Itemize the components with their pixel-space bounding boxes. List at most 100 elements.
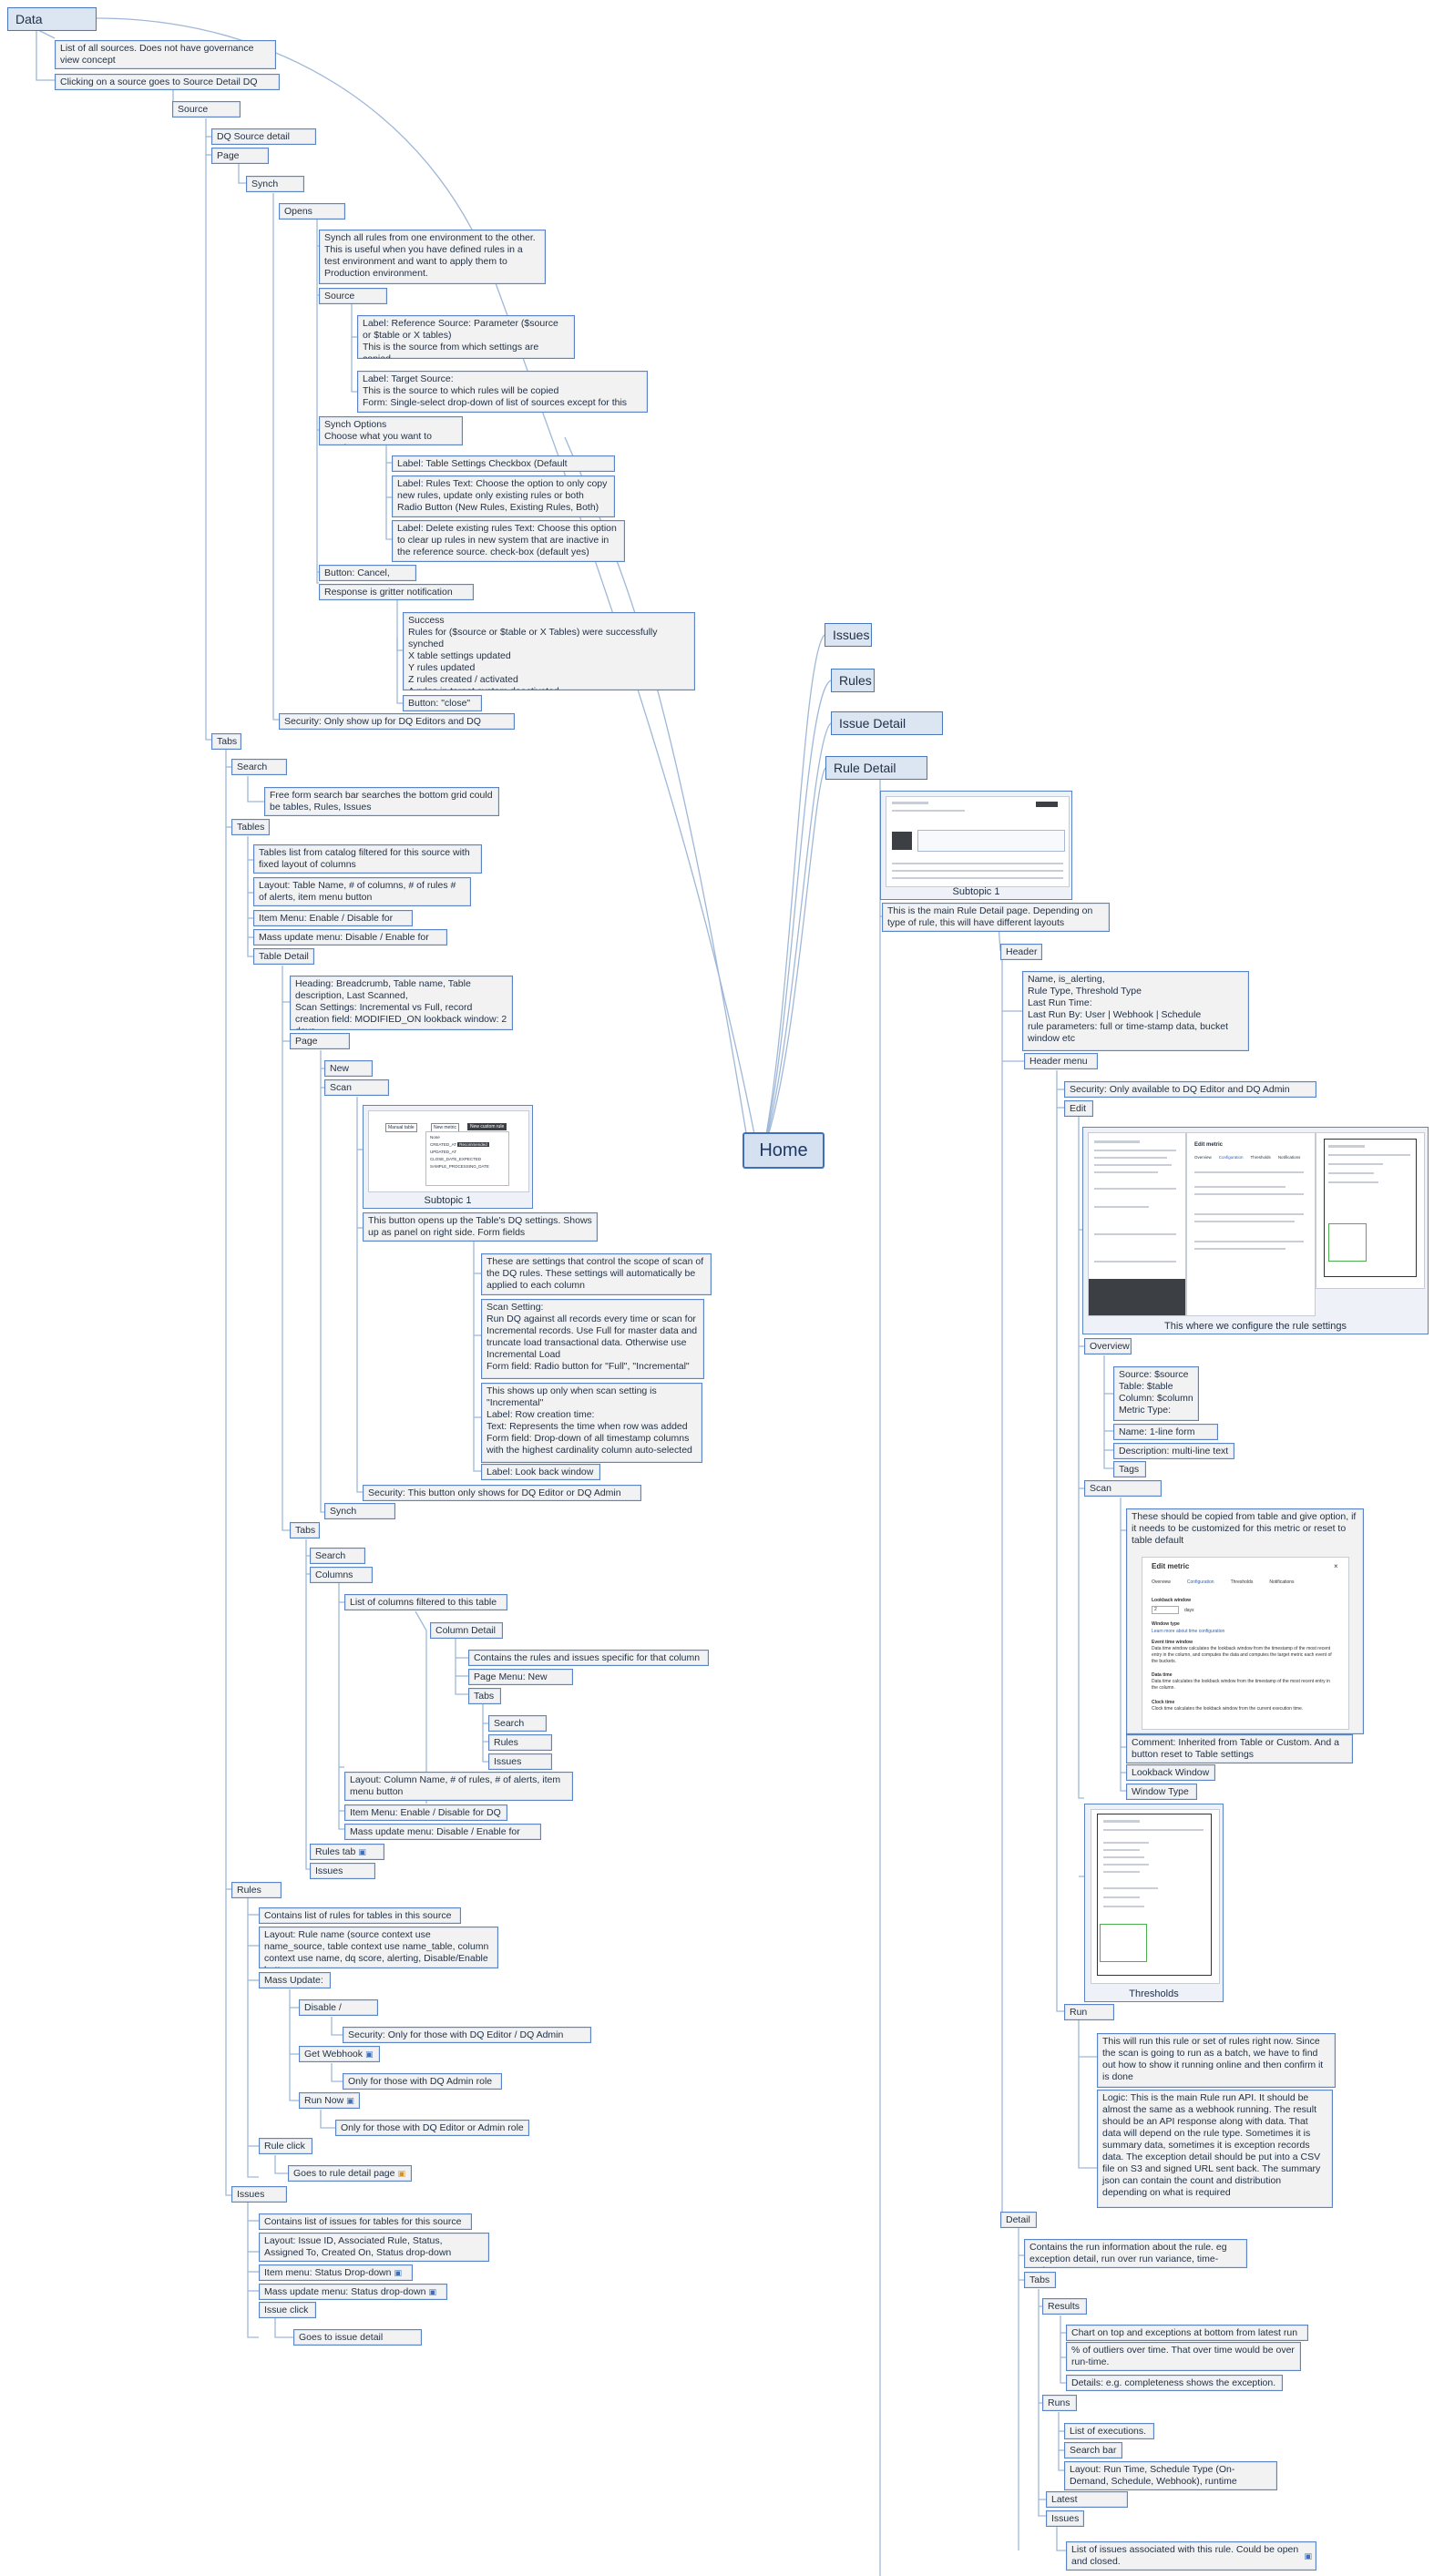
link-home-data-sources bbox=[96, 17, 757, 1144]
synch-options[interactable]: Synch Options Choose what you want to sy… bbox=[319, 416, 463, 445]
scan-settings-2-label: Scan Settings bbox=[1090, 1483, 1124, 1496]
mock-bar bbox=[1103, 1864, 1149, 1866]
topic-issues[interactable]: Issues bbox=[825, 623, 872, 647]
layout-issue: Layout: Issue ID, Associated Rule, Statu… bbox=[259, 2233, 489, 2262]
tabs-4[interactable]: Tabs bbox=[1024, 2272, 1056, 2288]
search-bar-3[interactable]: Search Bar bbox=[488, 1715, 547, 1732]
detail[interactable]: Detail bbox=[1000, 2212, 1037, 2228]
incremental-only: This shows up only when scan setting is … bbox=[481, 1383, 702, 1463]
table-detail[interactable]: Table Detail bbox=[253, 948, 314, 965]
logic: Logic: This is the main Rule run API. It… bbox=[1097, 2090, 1333, 2208]
main-rule-detail: This is the main Rule Detail page. Depen… bbox=[882, 903, 1110, 932]
run-now-2[interactable]: Run Now bbox=[1064, 2004, 1114, 2020]
rd-subtopic-1-caption: Subtopic 1 bbox=[952, 886, 1000, 897]
security-available: Security: Only available to DQ Editor an… bbox=[1064, 1081, 1316, 1098]
tabs[interactable]: Tabs bbox=[211, 733, 241, 750]
this-button-opens: This button opens up the Table's DQ sett… bbox=[363, 1212, 598, 1242]
rule-detail-screenshot bbox=[886, 796, 1070, 887]
search-bar[interactable]: Search bar bbox=[231, 759, 287, 775]
item-menu-enable-2: Item Menu: Enable / Disable for DQ bbox=[344, 1804, 507, 1821]
runs[interactable]: Runs bbox=[1042, 2395, 1077, 2411]
source-target[interactable]: Source Target bbox=[319, 288, 387, 304]
results[interactable]: Results bbox=[1042, 2298, 1087, 2315]
header-menu[interactable]: Header menu bbox=[1024, 1053, 1098, 1069]
header-fields: Name, is_alerting, Rule Type, Threshold … bbox=[1022, 971, 1249, 1051]
synch-rules-2[interactable]: Synch Rules▣ bbox=[324, 1503, 395, 1519]
mock-bar bbox=[1103, 1849, 1140, 1851]
issues[interactable]: Issues bbox=[1046, 2510, 1084, 2527]
link-cd-link bbox=[415, 1610, 427, 1631]
search-bar-4[interactable]: Search bar bbox=[1064, 2442, 1122, 2458]
column-detail[interactable]: Column Detail bbox=[430, 1622, 503, 1639]
topic-rules[interactable]: Rules bbox=[831, 669, 875, 692]
mass-update[interactable]: Mass Update: bbox=[259, 1972, 331, 1988]
mock-lookback-tabs: Overview Configuration Thresholds Notifi… bbox=[1152, 1579, 1295, 1586]
edit-caption: This where we configure the rule setting… bbox=[1164, 1321, 1347, 1332]
center-topic-home[interactable]: Home bbox=[743, 1132, 825, 1169]
rules-tab[interactable]: Rules Tab bbox=[231, 1882, 282, 1898]
link-sd-children bbox=[205, 118, 211, 741]
goes-rule-detail[interactable]: Goes to rule detail page▣ bbox=[288, 2165, 412, 2182]
mock-bar bbox=[1194, 1171, 1304, 1173]
item-menu-status-label: Item menu: Status Drop-down bbox=[264, 2267, 392, 2278]
lookback-window[interactable]: Lookback Window bbox=[1126, 1764, 1215, 1781]
latest-exceptions[interactable]: Latest Exceptions bbox=[1046, 2491, 1128, 2508]
note-icon: ▣ bbox=[365, 2050, 374, 2059]
rule-click[interactable]: Rule click bbox=[259, 2138, 312, 2154]
page-menu[interactable]: Page Menu bbox=[211, 148, 269, 164]
subtopic-1-frame: Manual table New metric New custom rule … bbox=[363, 1105, 533, 1209]
label-look-back-window: Label: Look back window bbox=[481, 1464, 600, 1480]
get-webhook[interactable]: Get Webhook▣ bbox=[299, 2046, 380, 2062]
opens-dialog: Opens dialog bbox=[279, 203, 345, 220]
synch-rules[interactable]: Synch Rules bbox=[246, 176, 304, 192]
new-rule[interactable]: New Rule bbox=[324, 1060, 373, 1077]
mock-bar bbox=[1328, 1145, 1365, 1148]
table-detail-heading: Heading: Breadcrumb, Table name, Table d… bbox=[290, 976, 513, 1030]
rules-tab-3[interactable]: Rules Tab▣ bbox=[488, 1734, 552, 1751]
note-icon: ▣ bbox=[346, 2096, 354, 2105]
scan-settings[interactable]: Scan Settings bbox=[324, 1079, 389, 1096]
mock-dark-tile bbox=[892, 832, 912, 850]
header[interactable]: Header bbox=[1000, 944, 1042, 960]
topic-data-sources[interactable]: Data Sources bbox=[7, 7, 97, 31]
topic-issue-detail-page[interactable]: Issue Detail Page bbox=[831, 711, 943, 735]
rules-tab-2[interactable]: Rules tab▣ bbox=[310, 1844, 384, 1860]
edit[interactable]: Edit bbox=[1064, 1100, 1093, 1117]
link-tabs3-children bbox=[482, 1703, 488, 1763]
tags[interactable]: Tags bbox=[1113, 1461, 1146, 1477]
mock-option-2-title: Data time bbox=[1152, 1672, 1173, 1678]
mass-update-2: Mass update menu: Disable / Enable for D… bbox=[344, 1824, 541, 1840]
overview[interactable]: Overview bbox=[1084, 1338, 1132, 1354]
description-field: Description: multi-line text bbox=[1113, 1443, 1234, 1459]
issues-tab-2[interactable]: Issues Tab▣ bbox=[310, 1863, 375, 1879]
scan-settings-2[interactable]: Scan Settings▣ bbox=[1084, 1480, 1162, 1497]
mock-graph bbox=[917, 830, 1065, 852]
mock-bar bbox=[1103, 1871, 1140, 1873]
mock-edit-metric-title: Edit metric bbox=[1194, 1142, 1224, 1148]
mock-lb-tab-overview: Overview bbox=[1152, 1579, 1171, 1585]
goes-issue-detail[interactable]: Goes to issue detail page▣ bbox=[293, 2329, 422, 2346]
link-scan-children bbox=[356, 1097, 363, 1493]
topic-rule-detail-page[interactable]: Rule Detail Page bbox=[825, 756, 927, 780]
tabs-2[interactable]: Tabs bbox=[290, 1522, 320, 1538]
link-scan2-children bbox=[1120, 1498, 1126, 1792]
note-icon: ▣ bbox=[512, 1769, 520, 1770]
page-menu-colon[interactable]: Page Menu: bbox=[290, 1033, 350, 1049]
columns-tab[interactable]: Columns tab bbox=[310, 1567, 373, 1583]
tabs-3[interactable]: Tabs bbox=[468, 1688, 501, 1704]
tables[interactable]: Tables bbox=[231, 819, 270, 835]
disable-enable[interactable]: Disable / Enable bbox=[299, 1999, 378, 2016]
issues-tab[interactable]: Issues Tab bbox=[231, 2186, 287, 2203]
source-detail[interactable]: Source Detail bbox=[172, 101, 241, 118]
search-bar-2[interactable]: Search Bar bbox=[310, 1548, 365, 1564]
window-type[interactable]: Window Type bbox=[1126, 1784, 1197, 1800]
list-issues-assoc-label: List of issues associated with this rule… bbox=[1071, 2544, 1299, 2567]
mock-rule-page bbox=[1088, 1132, 1186, 1316]
issue-click[interactable]: Issue click bbox=[259, 2302, 316, 2318]
issues-tab-3[interactable]: Issues Tab▣ bbox=[488, 1753, 552, 1770]
clicking-source: Clicking on a source goes to Source Deta… bbox=[55, 74, 280, 90]
note-icon: ▣ bbox=[428, 2287, 436, 2296]
link-home-issue-detail bbox=[763, 722, 832, 1150]
mock-bar bbox=[1103, 1856, 1144, 1858]
run-now[interactable]: Run Now▣ bbox=[299, 2092, 360, 2109]
